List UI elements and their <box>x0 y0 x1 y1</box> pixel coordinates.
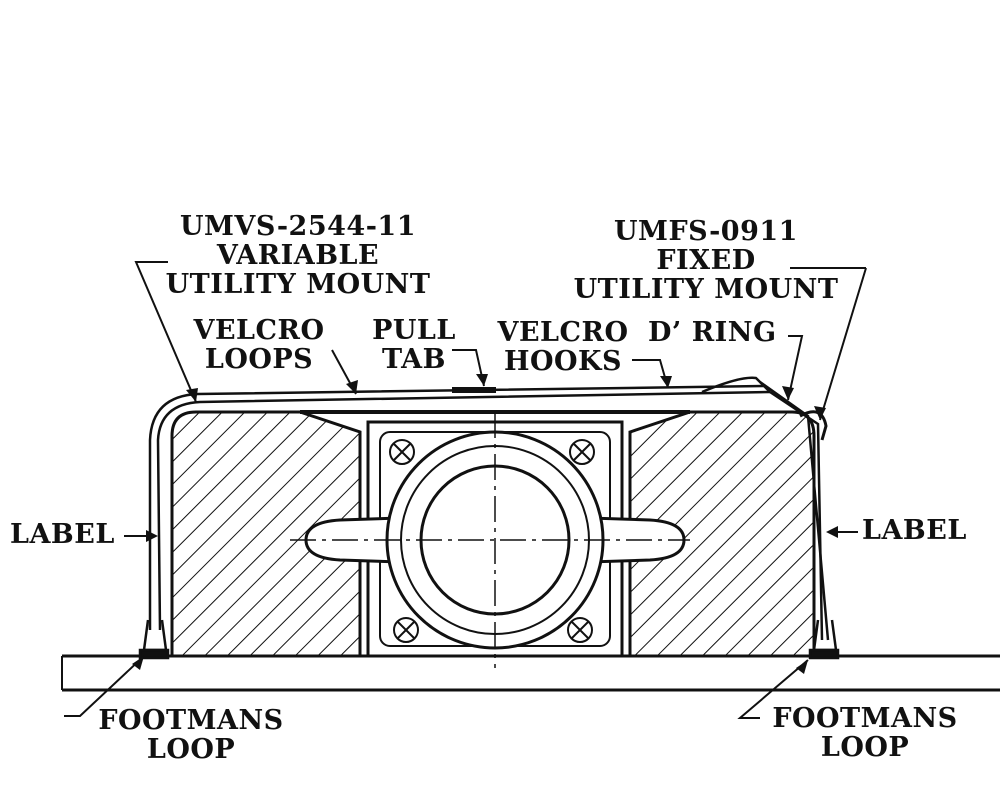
footmans-loop-left-callout: FOOTMANS LOOP <box>88 706 294 764</box>
pull-tab <box>452 387 496 393</box>
leader-arrowheads <box>132 374 838 674</box>
footmans-loop-right-line2: LOOP <box>820 732 910 763</box>
d-ring-callout: D’ RING <box>648 318 777 347</box>
footmans-loop-right-line1: FOOTMANS <box>772 703 958 734</box>
variable-mount-name: UTILITY MOUNT <box>165 269 431 300</box>
fixed-mount-type: FIXED <box>656 245 756 276</box>
footmans-loops <box>138 619 840 660</box>
variable-mount-callout: UMVS-2544-11 VARIABLE UTILITY MOUNT <box>160 212 436 299</box>
variable-mount-part-number: UMVS-2544-11 <box>179 211 416 242</box>
label-left-text: LABEL <box>10 519 115 550</box>
pull-tab-line1: PULL <box>372 315 456 346</box>
base-plate <box>61 654 1000 692</box>
footmans-loop-left-line1: FOOTMANS <box>98 705 284 736</box>
velcro-loops-line1: VELCRO <box>193 315 325 346</box>
fixed-mount-part-number: UMFS-0911 <box>614 216 798 247</box>
velcro-loops-line2: LOOPS <box>204 344 314 375</box>
fixed-mount-callout: UMFS-0911 FIXED UTILITY MOUNT <box>566 217 846 304</box>
label-right-callout: LABEL <box>862 516 967 545</box>
circular-fitting <box>290 412 690 668</box>
variable-mount-type: VARIABLE <box>216 240 380 271</box>
velcro-hooks-line2: HOOKS <box>503 346 622 377</box>
pull-tab-callout: PULL TAB <box>364 316 464 374</box>
label-right-text: LABEL <box>862 515 967 546</box>
velcro-loops-callout: VELCRO LOOPS <box>186 316 332 374</box>
velcro-hooks-callout: VELCRO HOOKS <box>488 318 638 376</box>
d-ring-label: D’ RING <box>648 317 777 348</box>
footmans-loop-right-callout: FOOTMANS LOOP <box>762 704 968 762</box>
footmans-loop-left-line2: LOOP <box>146 734 236 765</box>
pull-tab-line2: TAB <box>382 344 446 375</box>
label-left-callout: LABEL <box>10 520 115 549</box>
fixed-mount-name: UTILITY MOUNT <box>573 274 839 305</box>
velcro-hooks-line1: VELCRO <box>497 317 629 348</box>
corner-fasteners <box>389 439 595 643</box>
